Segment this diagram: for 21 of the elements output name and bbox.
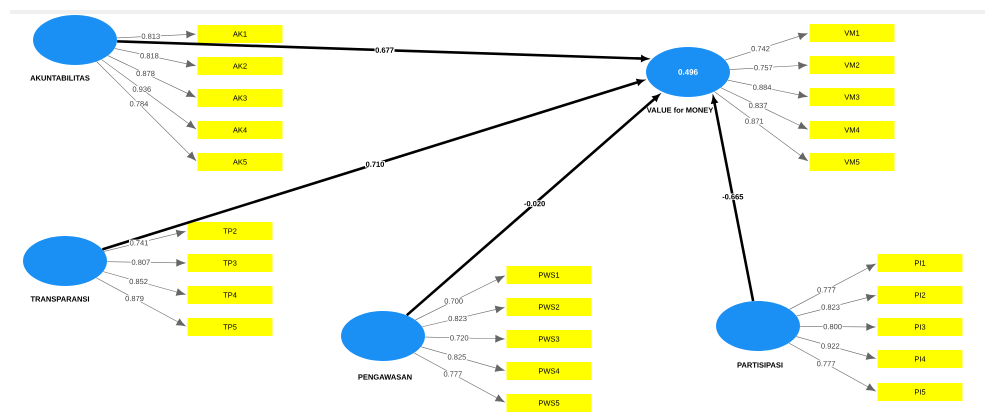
arrow xyxy=(796,294,876,316)
arrow xyxy=(96,278,186,326)
arrow xyxy=(789,264,876,310)
arrow xyxy=(424,334,504,342)
arrow xyxy=(711,96,718,104)
arrow xyxy=(420,346,505,372)
arrow xyxy=(800,323,876,331)
arrow xyxy=(728,80,808,99)
arrow xyxy=(796,336,876,360)
arrow xyxy=(106,259,186,267)
arrow xyxy=(720,87,808,130)
arrow xyxy=(117,40,648,62)
arrow xyxy=(730,62,808,70)
arrow xyxy=(114,48,196,68)
arrow xyxy=(102,271,186,296)
arrow xyxy=(788,342,876,392)
arrow xyxy=(652,94,660,102)
arrow xyxy=(636,79,644,86)
arrow xyxy=(724,32,808,60)
arrow xyxy=(414,352,505,402)
arrow xyxy=(116,30,196,38)
